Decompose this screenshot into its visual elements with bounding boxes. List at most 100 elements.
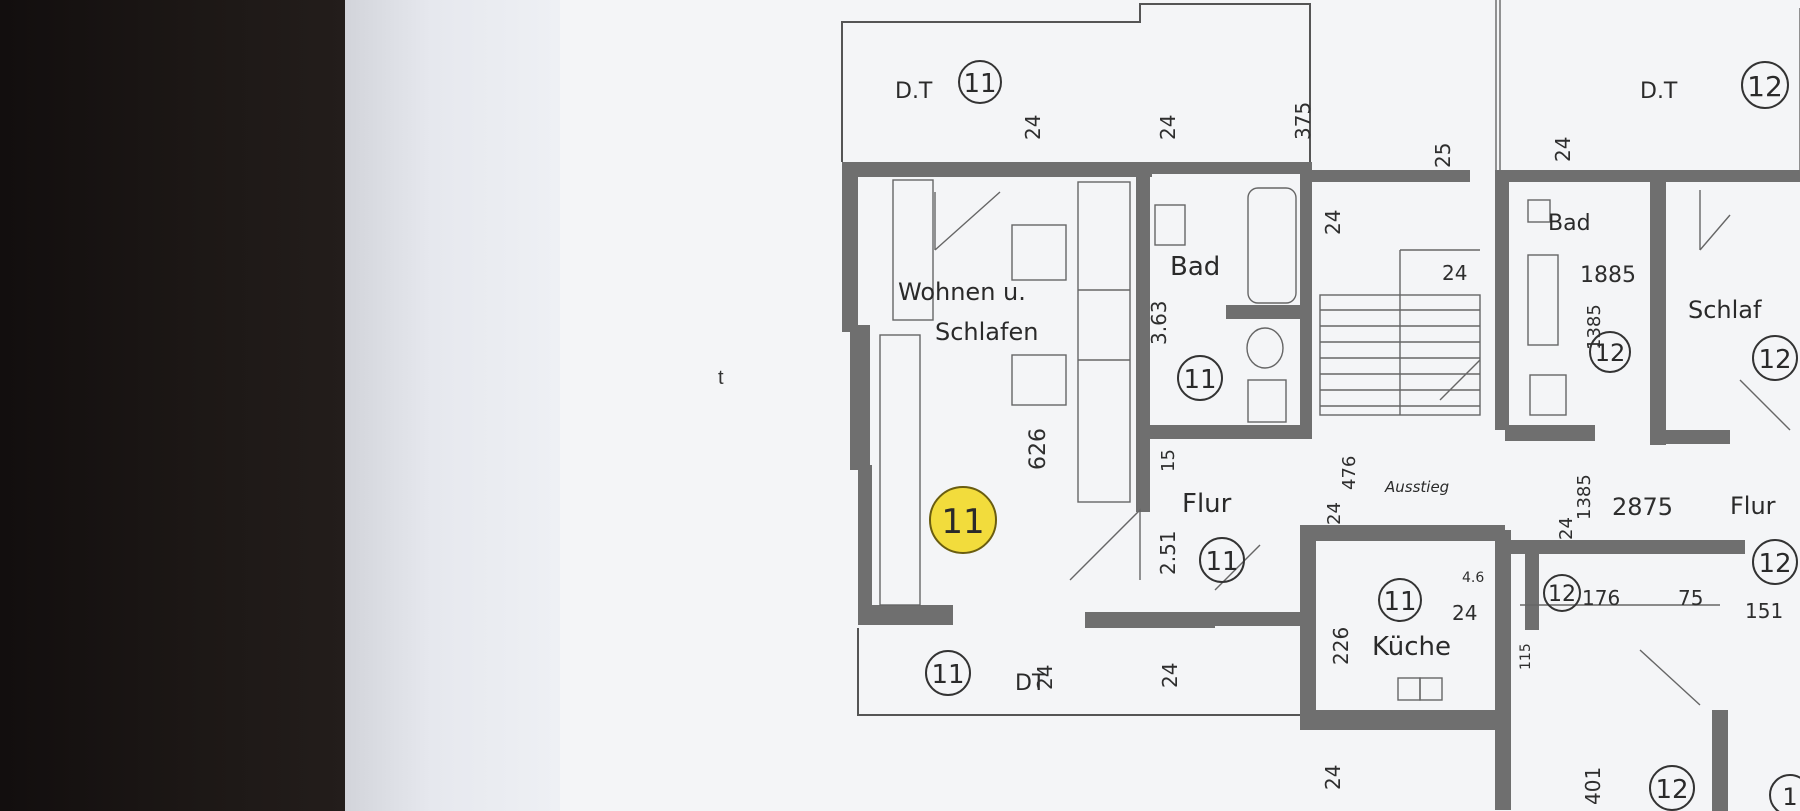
dim-151: 151 xyxy=(1745,599,1783,623)
dim-2-51: 2.51 xyxy=(1156,530,1180,575)
top-terrace-outline xyxy=(841,3,1311,162)
dim-401: 401 xyxy=(1581,767,1605,805)
bed xyxy=(879,334,921,606)
u12-washbasin xyxy=(1527,199,1551,223)
washbasin xyxy=(1154,204,1186,246)
u12-door-3 xyxy=(1639,649,1701,706)
svg-text:12: 12 xyxy=(1758,345,1791,375)
unit-marker: 12 xyxy=(1543,574,1581,612)
stair-arrow xyxy=(1439,359,1481,401)
dim-75: 75 xyxy=(1678,586,1703,610)
wall-unit12-post xyxy=(1525,540,1539,630)
unit-marker: 12 xyxy=(1741,61,1789,109)
wall-left-pier xyxy=(850,325,870,470)
wall-bottom-left xyxy=(858,605,953,625)
wall-unit12-lower xyxy=(1712,710,1728,811)
dim-115: 115 xyxy=(1518,643,1534,670)
svg-text:11: 11 xyxy=(931,660,964,690)
label-living-line2: Schlafen xyxy=(935,318,1038,346)
wall-unit12-bed-bottom xyxy=(1655,430,1730,444)
dim-24: 24 xyxy=(1156,115,1180,140)
unit-marker: 12 xyxy=(1752,335,1798,381)
stove-burner xyxy=(1397,677,1421,701)
label-living-line1: Wohnen u. xyxy=(898,278,1026,306)
svg-text:11: 11 xyxy=(1383,587,1416,617)
label-exit: Ausstieg xyxy=(1384,478,1449,496)
unit-marker: 12 xyxy=(1649,765,1695,811)
door-swing-living xyxy=(934,191,1001,251)
wall-unit-divider-lower xyxy=(1495,530,1511,810)
label-roof-terrace-right: D.T xyxy=(1640,79,1678,104)
unit-markers: 11 11 11 11 11 11 xyxy=(925,60,1800,811)
wall-top-stair xyxy=(1310,170,1470,182)
wall-unit-divider-upper xyxy=(1495,170,1509,430)
monitor-bezel xyxy=(0,0,345,811)
unit-marker: 12 xyxy=(1752,539,1798,585)
wall-left-lower xyxy=(858,465,872,610)
unit-marker: 11 xyxy=(958,60,1002,104)
unit-marker: 11 xyxy=(1199,537,1245,583)
svg-text:12: 12 xyxy=(1655,775,1688,805)
chair-bottom xyxy=(1011,354,1067,406)
stray-mark: t xyxy=(718,367,724,389)
terrace-outlines xyxy=(841,0,1800,716)
dim-24: 24 xyxy=(1021,115,1045,140)
chair-top xyxy=(1011,224,1067,281)
wall-unit12-hall xyxy=(1505,540,1745,554)
u12-tub xyxy=(1529,374,1567,416)
floor-plan-sheet xyxy=(560,0,1800,811)
dim-4-6: 4.6 xyxy=(1462,570,1484,586)
svg-text:12: 12 xyxy=(1595,339,1626,367)
staircase xyxy=(1319,249,1481,416)
svg-text:11: 11 xyxy=(941,502,984,542)
unit-marker: 12 xyxy=(1589,331,1631,373)
wall-top-living xyxy=(842,162,1152,177)
room-labels: D.T D.T Wohnen u. Schlafen Bad Flur Küch… xyxy=(895,79,1776,696)
wall-left-upper xyxy=(842,162,858,332)
dim-2875: 2875 xyxy=(1612,493,1673,521)
dim-15: 15 xyxy=(1158,449,1179,472)
dim-24: 24 xyxy=(1551,137,1575,162)
dim-24: 24 xyxy=(1324,502,1345,525)
dim-24: 24 xyxy=(1321,765,1345,790)
svg-text:12: 12 xyxy=(1548,582,1576,607)
stove-burner xyxy=(1419,677,1443,701)
svg-text:11: 11 xyxy=(963,69,996,99)
dim-626: 626 xyxy=(1026,428,1051,470)
unit-marker: 11 xyxy=(1177,355,1223,401)
wall-unit12-bath-bottom xyxy=(1505,425,1595,441)
svg-text:12: 12 xyxy=(1747,70,1783,103)
dim-476: 476 xyxy=(1339,456,1360,490)
svg-text:11: 11 xyxy=(1183,365,1216,395)
dim-24: 24 xyxy=(1158,663,1182,688)
label-hall: Flur xyxy=(1182,489,1232,519)
label-roof-terrace-bottom: DT xyxy=(1015,671,1046,696)
wall-bath-bottom xyxy=(1140,425,1310,439)
dim-1885: 1885 xyxy=(1580,263,1636,288)
wall-bottom-hall xyxy=(1215,612,1315,626)
dim-1385-b: 1385 xyxy=(1574,474,1595,520)
unit-marker-highlighted: 11 xyxy=(929,486,997,554)
wall-kitchen-left xyxy=(1300,525,1316,720)
label-bath: Bad xyxy=(1170,252,1220,282)
wall-kitchen-bottom xyxy=(1300,710,1500,730)
dim-24: 24 xyxy=(1442,261,1467,285)
wall-unit12-bed-top xyxy=(1645,170,1800,182)
svg-text:1: 1 xyxy=(1782,783,1797,811)
label-bath-right: Bad xyxy=(1548,211,1591,236)
bottom-terrace-outline xyxy=(857,628,1310,716)
svg-text:12: 12 xyxy=(1758,549,1791,579)
dim-226: 226 xyxy=(1329,627,1353,665)
unit-marker: 11 xyxy=(925,650,971,696)
wall-top-bath xyxy=(1152,162,1312,174)
dim-3-63: 3.63 xyxy=(1147,300,1171,345)
svg-text:11: 11 xyxy=(1205,547,1238,577)
dim-25: 25 xyxy=(1431,143,1455,168)
fixtures xyxy=(879,179,1791,706)
wall-bottom-mid xyxy=(1085,612,1215,628)
label-bedroom-right: Schlaf xyxy=(1688,296,1762,324)
dim-24: 24 xyxy=(1033,665,1057,690)
dim-24: 24 xyxy=(1452,601,1477,625)
